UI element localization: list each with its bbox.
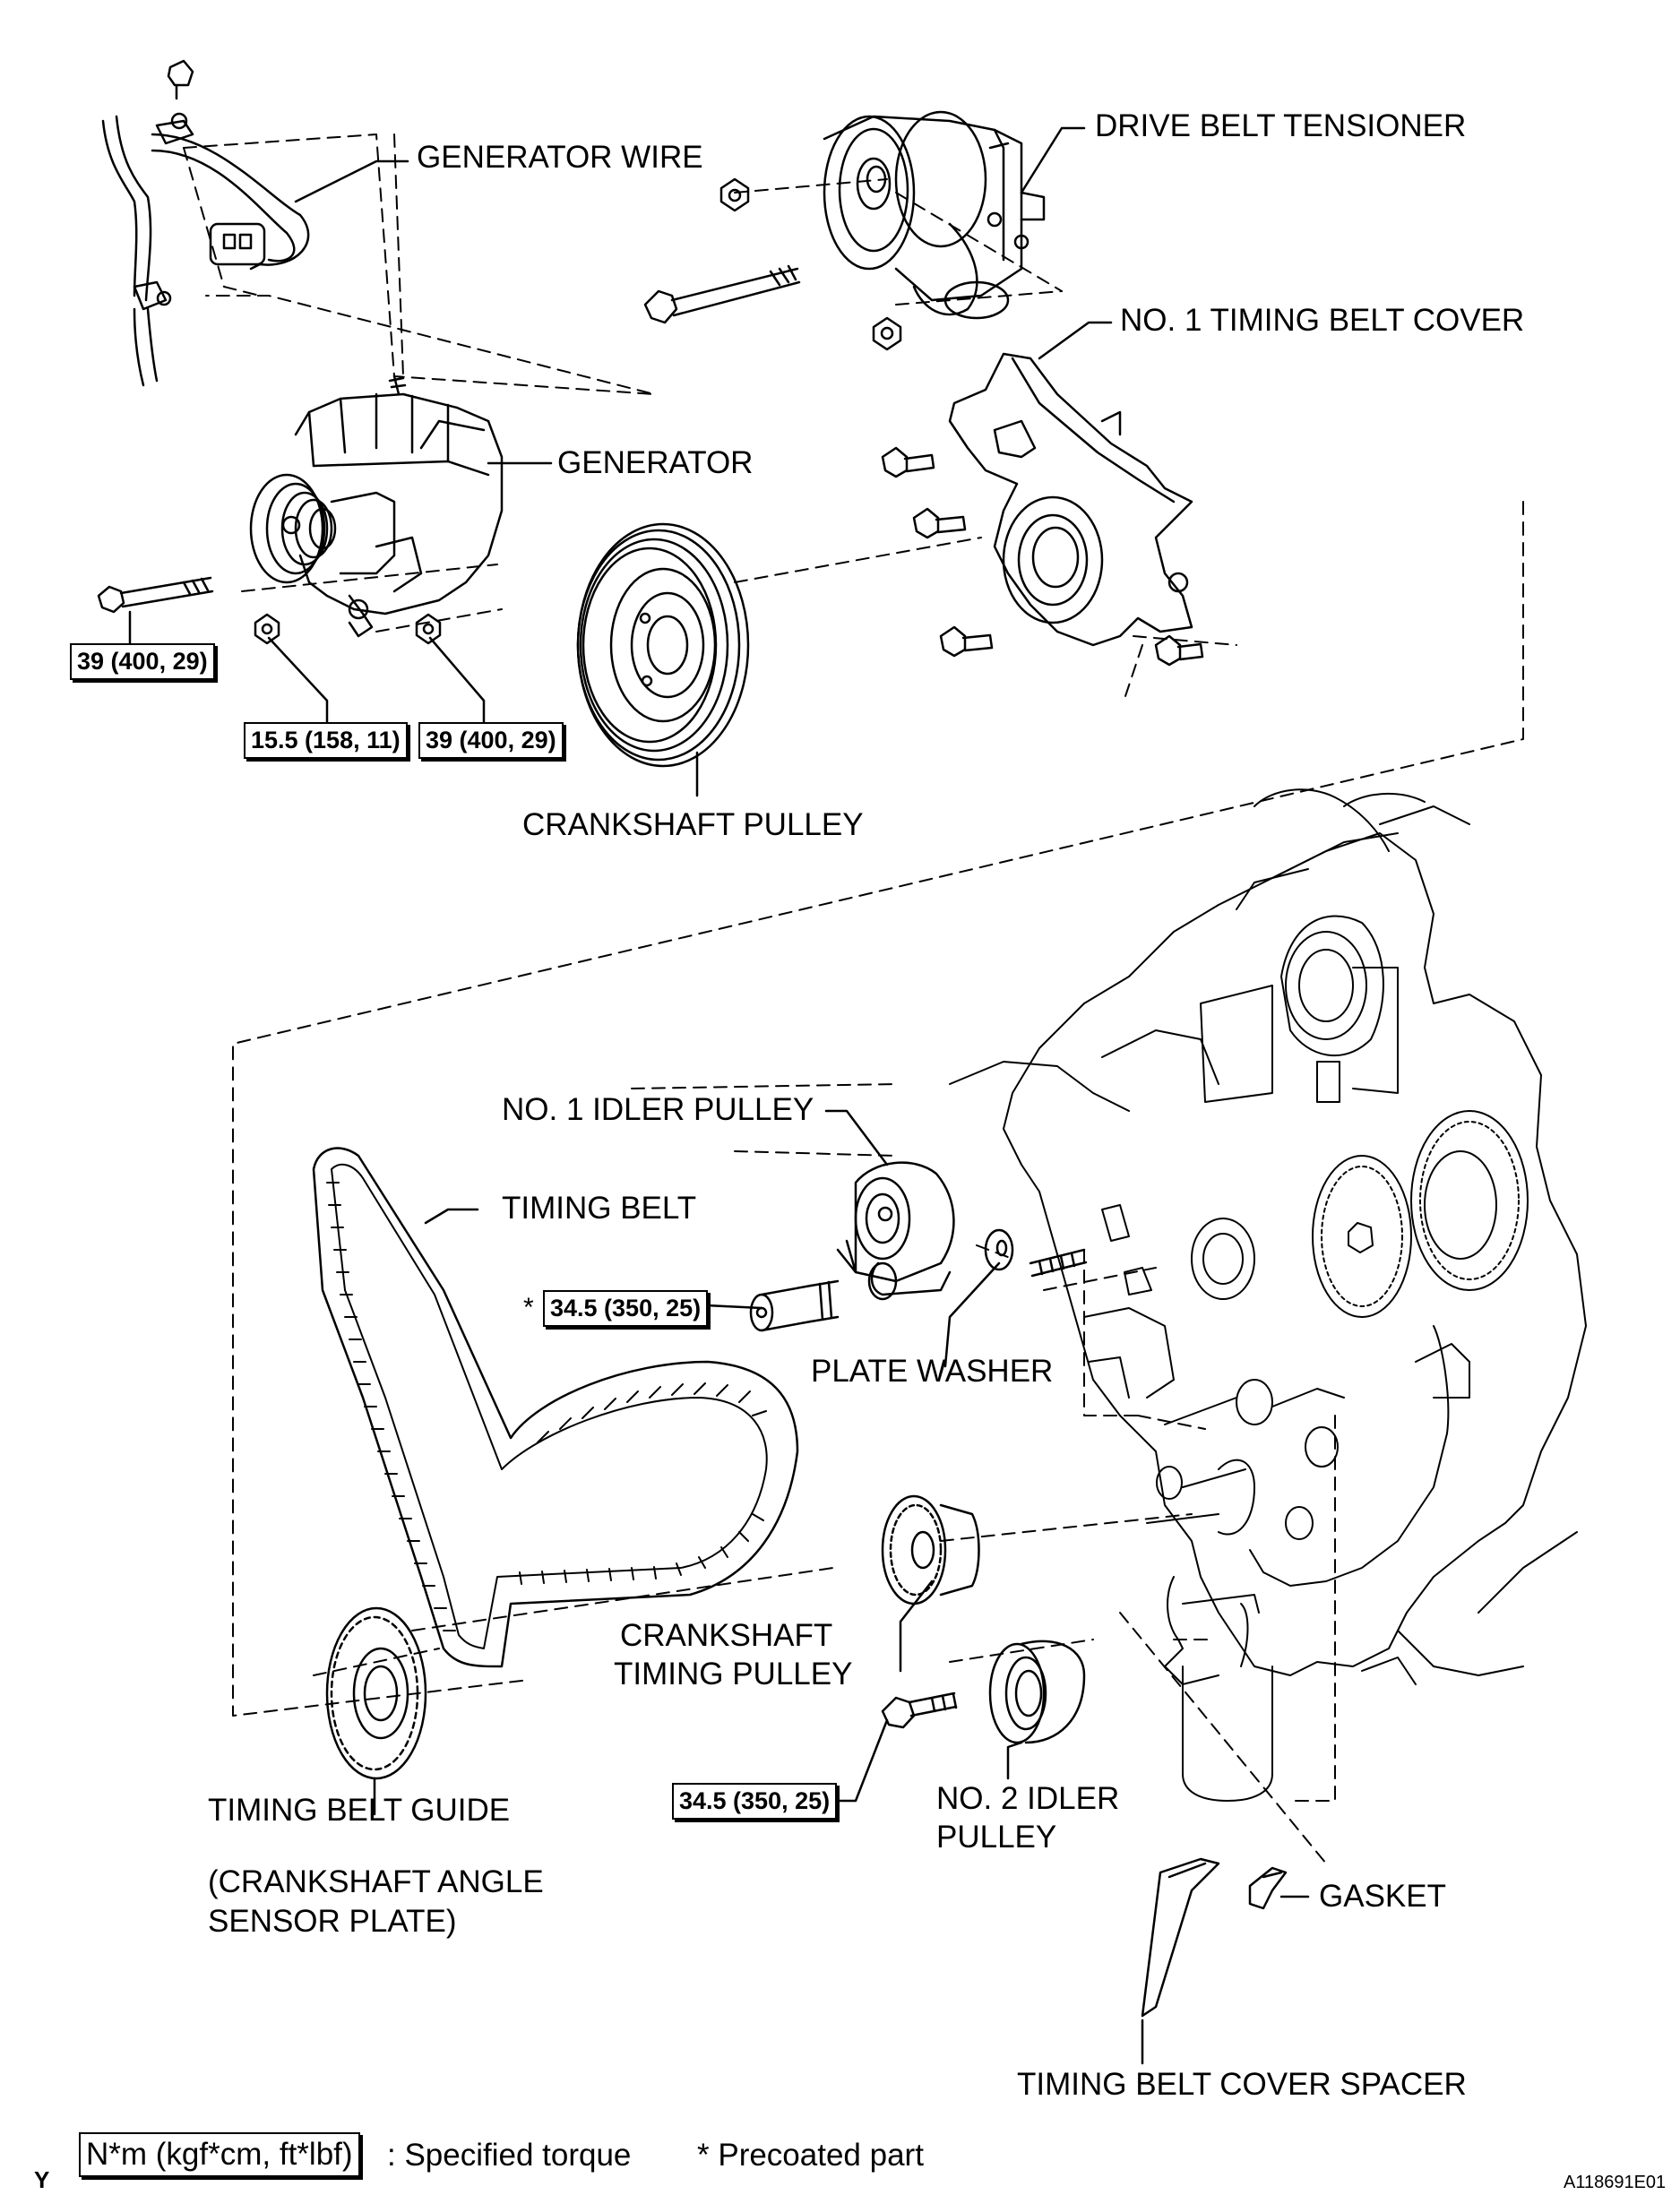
- corner-mark: Y: [34, 2166, 50, 2193]
- label-no1-idler-pulley: NO. 1 IDLER PULLEY: [502, 1092, 814, 1127]
- generator-wire-drawing: [101, 59, 310, 387]
- legend-precoated: * Precoated part: [697, 2138, 924, 2173]
- label-crankshaft-timing-pulley-line1: CRANKSHAFT: [620, 1618, 833, 1653]
- label-gasket: GASKET: [1319, 1879, 1446, 1914]
- torque-no1-idler-bolt: 34.5 (350, 25): [543, 1290, 709, 1327]
- label-generator: GENERATOR: [557, 445, 754, 480]
- torque-no2-idler-bolt: 34.5 (350, 25): [672, 1783, 838, 1820]
- no1-idler-pulley-drawing: [749, 1161, 1088, 1332]
- crankshaft-timing-pulley-drawing: [881, 1494, 980, 1605]
- figure-id: A118691E01: [1564, 2173, 1667, 2192]
- timing-belt-cover-spacer-drawing: [1141, 1857, 1220, 2018]
- label-no2-idler-pulley-line2: PULLEY: [936, 1820, 1057, 1855]
- legend-torque-unit-box: N*m (kgf*cm, ft*lbf): [79, 2132, 360, 2177]
- label-sensor-plate-line2: SENSOR PLATE): [208, 1904, 457, 1939]
- leader-lines: [128, 126, 1310, 2065]
- torque-generator-nut-small: 15.5 (158, 11): [244, 722, 408, 759]
- torque-generator-nut-large: 39 (400, 29): [418, 722, 564, 759]
- label-sensor-plate-line1: (CRANKSHAFT ANGLE: [208, 1864, 544, 1899]
- no2-idler-pulley-drawing: [881, 1640, 1086, 1744]
- gasket-drawing: [1248, 1866, 1288, 1910]
- crankshaft-pulley-drawing: [576, 522, 750, 768]
- no1-timing-belt-cover-drawing: [881, 352, 1204, 667]
- label-plate-washer: PLATE WASHER: [811, 1354, 1054, 1389]
- label-generator-wire: GENERATOR WIRE: [417, 140, 703, 175]
- assembly-dashed-lines: [183, 133, 1524, 1864]
- legend-torque-desc: : Specified torque: [387, 2138, 632, 2173]
- label-no1-timing-belt-cover: NO. 1 TIMING BELT COVER: [1120, 303, 1525, 338]
- label-no2-idler-pulley-line1: NO. 2 IDLER: [936, 1781, 1120, 1816]
- torque-generator-bolt: 39 (400, 29): [70, 643, 215, 680]
- label-crankshaft-pulley: CRANKSHAFT PULLEY: [522, 807, 864, 842]
- generator-drawing: [97, 374, 504, 645]
- label-timing-belt: TIMING BELT: [502, 1191, 697, 1226]
- label-timing-belt-guide: TIMING BELT GUIDE: [208, 1793, 511, 1828]
- label-timing-belt-cover-spacer: TIMING BELT COVER SPACER: [1017, 2067, 1467, 2102]
- label-drive-belt-tensioner: DRIVE BELT TENSIONER: [1095, 108, 1467, 143]
- timing-belt-drawing: [312, 1147, 799, 1668]
- label-crankshaft-timing-pulley-line2: TIMING PULLEY: [614, 1657, 853, 1691]
- precoated-marker: *: [523, 1293, 534, 1322]
- engine-block-drawing: [949, 788, 1587, 1802]
- drive-belt-tensioner-drawing: [643, 110, 1046, 351]
- timing-belt-guide-drawing: [325, 1606, 427, 1780]
